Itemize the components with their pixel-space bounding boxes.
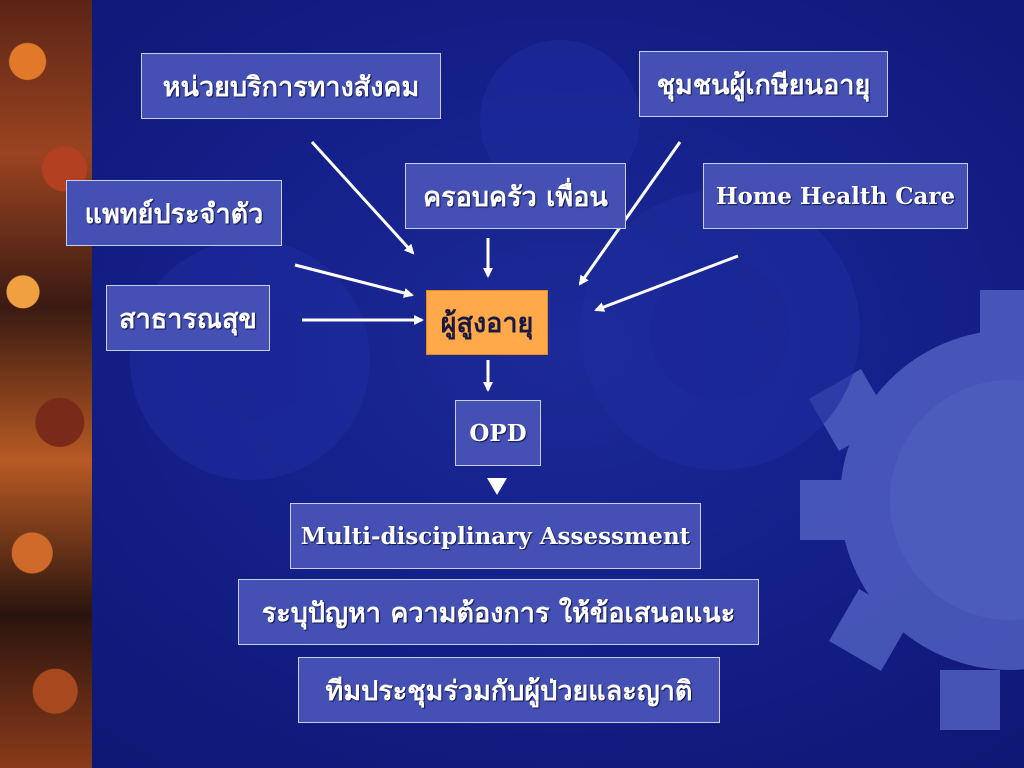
arrow-community-to-elderly — [578, 141, 682, 286]
node-assessment: Multi-disciplinary Assessment — [290, 503, 701, 569]
node-family-doctor: แพทย์ประจำตัว — [66, 180, 282, 246]
node-identify-needs: ระบุปัญหา ความต้องการ ให้ข้อเสนอแนะ — [238, 579, 759, 645]
node-family-friends: ครอบครัว เพื่อน — [405, 163, 626, 229]
node-opd: OPD — [455, 400, 541, 466]
arrow-social-to-elderly — [310, 140, 415, 255]
arrow-doctor-to-elderly — [294, 263, 414, 298]
node-social-services: หน่วยบริการทางสังคม — [141, 53, 441, 119]
arrow-homecare-to-elderly — [594, 254, 739, 312]
node-elderly-community: ชุมชนผู้เกษียนอายุ — [639, 51, 888, 117]
node-team-meeting: ทีมประชุมร่วมกับผู้ป่วยและญาติ — [298, 657, 720, 723]
node-elderly: ผู้สูงอายุ — [426, 290, 548, 355]
gear-icon-right — [800, 290, 1024, 730]
node-home-health-care: Home Health Care — [703, 163, 968, 229]
node-public-health: สาธารณสุข — [106, 285, 270, 351]
decorative-left-strip — [0, 0, 92, 768]
arrow-opd-to-assessment — [487, 478, 507, 495]
